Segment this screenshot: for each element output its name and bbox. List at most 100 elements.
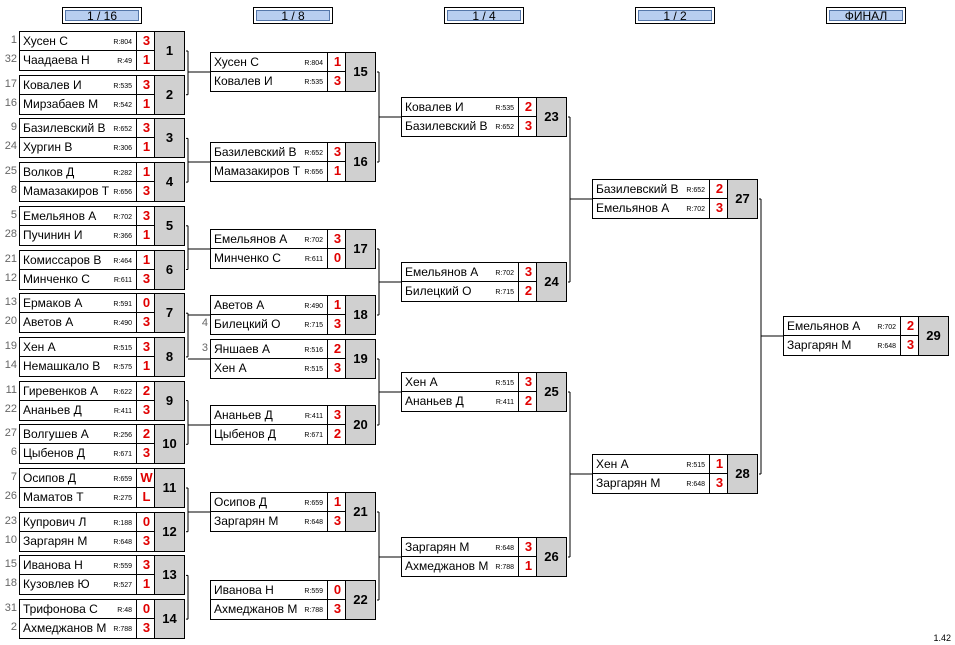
player-name: Купрович Л [23, 514, 87, 529]
player-score: 1 [136, 225, 156, 245]
player-rating: R:648 [495, 545, 514, 552]
player-name: Заргарян М [787, 338, 852, 352]
seed-number: 5 [10, 208, 17, 221]
seed-number: 8 [10, 184, 17, 197]
match-number: 24 [536, 263, 566, 301]
player-name: Ковалев И [405, 100, 464, 114]
player-score: 3 [518, 263, 538, 282]
seed-number: 15 [4, 558, 17, 571]
player-rating: R:535 [304, 79, 323, 86]
player-score: 3 [518, 117, 538, 136]
player-score: 3 [709, 199, 729, 218]
